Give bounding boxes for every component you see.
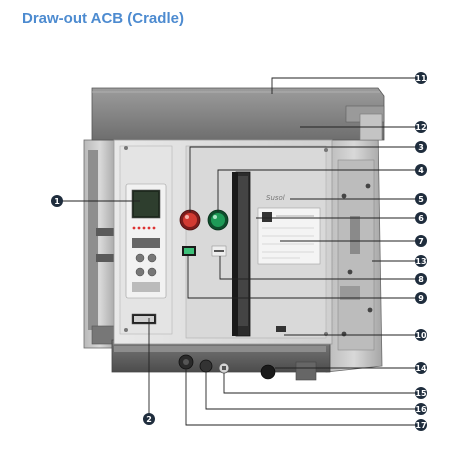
callout-5: 5 [415, 193, 427, 205]
padlock-hole [199, 359, 213, 373]
callout-number: 16 [415, 405, 427, 414]
callout-circle [415, 235, 427, 247]
callout-13: 13 [415, 255, 427, 267]
callout-circle [415, 212, 427, 224]
callout-circle [415, 419, 427, 431]
callout-circle [415, 72, 427, 84]
leader-line-9 [187, 256, 421, 299]
callout-circle [415, 141, 427, 153]
callout-circle [415, 329, 427, 341]
callout-number: 13 [415, 257, 426, 266]
callout-8: 8 [415, 273, 427, 285]
callout-2: 2 [143, 413, 155, 425]
callout-6: 6 [415, 212, 427, 224]
callout-number: 6 [418, 214, 424, 223]
leader-line-17 [185, 369, 421, 426]
leader-lines [57, 77, 421, 426]
callout-number: 15 [415, 389, 427, 398]
callout-16: 16 [415, 403, 427, 415]
callout-15: 15 [415, 387, 427, 399]
callout-number: 11 [415, 74, 427, 83]
callout-circle [415, 255, 427, 267]
callout-14: 14 [415, 362, 427, 374]
on-off-indicator [182, 246, 196, 256]
callout-circle [415, 193, 427, 205]
callout-circle [415, 403, 427, 415]
callout-12: 12 [415, 121, 427, 133]
cradle-base [111, 339, 331, 381]
charge-indicator [211, 245, 227, 257]
callout-3: 3 [415, 141, 427, 153]
callout-4: 4 [415, 164, 427, 176]
callout-17: 17 [415, 419, 427, 431]
callout-number: 17 [415, 421, 426, 430]
callout-number: 2 [146, 415, 152, 424]
leader-line-16 [205, 372, 421, 410]
callout-circle [415, 121, 427, 133]
callout-number: 8 [418, 275, 424, 284]
callout-number: 9 [418, 294, 424, 303]
cradle-left-frame [83, 139, 117, 349]
callout-number: 1 [54, 197, 60, 206]
rating-plate: Susol [257, 194, 321, 265]
key-lock [218, 362, 230, 374]
position-indicator [131, 313, 157, 325]
callout-number: 12 [415, 123, 426, 132]
on-button [207, 209, 229, 231]
callout-number: 14 [415, 364, 427, 373]
leader-line-3 [189, 146, 421, 212]
callout-circle [415, 273, 427, 285]
callout-number: 5 [418, 195, 424, 204]
callout-10: 10 [415, 329, 427, 341]
leader-line-15 [223, 373, 421, 394]
position-lock [260, 364, 276, 380]
leader-line-4 [217, 169, 421, 212]
off-button [179, 209, 201, 231]
callout-circle [415, 292, 427, 304]
charging-handle [232, 171, 251, 337]
arc-chute-cover [91, 87, 385, 141]
brand-label: Susol [266, 194, 285, 202]
callout-7: 7 [415, 235, 427, 247]
callout-1: 1 [51, 195, 63, 207]
callout-11: 11 [415, 72, 427, 84]
ls-badge [276, 326, 286, 332]
cradle-right-frame [325, 127, 383, 373]
leader-line-8 [219, 256, 421, 280]
callout-circle [415, 387, 427, 399]
draw-out-handle-hole [178, 354, 194, 370]
callout-number: 4 [418, 166, 424, 175]
callout-circle [415, 362, 427, 374]
trip-relay [125, 183, 167, 299]
callout-number: 7 [418, 237, 424, 246]
callout-9: 9 [415, 292, 427, 304]
callout-circle [415, 164, 427, 176]
page-title: Draw-out ACB (Cradle) [22, 10, 184, 27]
callout-circle [51, 195, 63, 207]
callout-circle [143, 413, 155, 425]
callout-number: 3 [418, 143, 424, 152]
leader-line-11 [271, 77, 421, 94]
callout-number: 10 [415, 331, 427, 340]
